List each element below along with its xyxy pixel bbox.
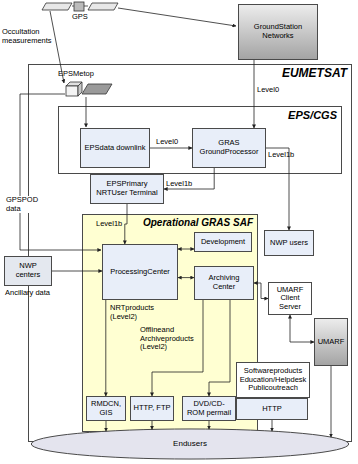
- flow-label: Level0: [257, 86, 279, 95]
- flow-arrow: [106, 421, 107, 431]
- channel-box: DVD/CD-ROM permail: [182, 396, 236, 421]
- note-label: GPS: [72, 13, 88, 22]
- frame-title: EPS/CGS: [59, 107, 341, 122]
- flow-arrow: [254, 283, 268, 299]
- note-label: NRTproducts (Level2): [110, 304, 154, 321]
- flow-arrow: [209, 421, 210, 429]
- flow-arrow: [266, 148, 289, 230]
- archive-box: UMARF: [314, 318, 348, 366]
- box-text: Softwareproducts Education/Helpdesk Publ…: [239, 367, 307, 393]
- note-label: Occultation measurements: [2, 28, 46, 45]
- flow-arrow: [150, 148, 192, 149]
- box-text: Development: [201, 238, 245, 247]
- box-text: EPSdata downlink: [85, 144, 146, 153]
- flow-arrow: [272, 420, 273, 431]
- box-text: RMDCN, GIS: [89, 400, 123, 417]
- process-box: Archiving Center: [194, 266, 254, 300]
- flow-arrow: [164, 168, 214, 189]
- source-box: NWP centers: [4, 256, 52, 286]
- box-text: Endusers: [173, 439, 207, 448]
- flow-arrow: [178, 277, 194, 278]
- flow-arrow: [178, 249, 194, 250]
- flow-label: Level1b: [268, 151, 294, 160]
- box-text: HTTP: [262, 405, 282, 414]
- box-text: HTTP, FTP: [134, 404, 171, 413]
- box-text: NWP users: [270, 239, 308, 248]
- channel-box: RMDCN, GIS: [86, 396, 126, 421]
- flow-arrow: [254, 60, 255, 128]
- channel-box: HTTP, FTP: [130, 396, 174, 421]
- box-text: GroundStation Networks: [241, 23, 315, 40]
- flow-arrow: [152, 300, 203, 396]
- process-box: GRAS GroundProcessor: [192, 128, 266, 168]
- user-box: NWP users: [264, 230, 314, 256]
- flow-label: Level1b: [166, 180, 192, 189]
- station-box: GroundStation Networks: [238, 4, 318, 60]
- note-label: EPSMetop: [58, 70, 94, 79]
- flow-arrow: [125, 204, 127, 244]
- process-box: ProcessingCenter: [102, 244, 178, 300]
- flow-arrow: [152, 421, 153, 429]
- box-text: UMARF: [318, 338, 345, 347]
- flow-arrow: [331, 366, 332, 437]
- box-text: EPSPrimary NRTUser Terminal: [93, 180, 161, 197]
- flow-label: Level1b: [96, 220, 122, 229]
- box-text: Archiving Center: [197, 274, 251, 291]
- signal-lines: [20, 8, 236, 250]
- flow-label: Ancillary data: [5, 289, 50, 298]
- users-ellipse: Endusers: [30, 428, 350, 460]
- flow-label: Level0: [156, 138, 178, 147]
- box-text: ProcessingCenter: [110, 268, 170, 277]
- service-box: Softwareproducts Education/Helpdesk Publ…: [236, 362, 310, 398]
- gps-satellite: [42, 2, 118, 11]
- ellipse-shape: [31, 429, 348, 459]
- organisation-frame: EUMETSATEPS/CGSEPSdata downlinkGRAS Grou…: [28, 64, 352, 442]
- terminal-box: EPSPrimary NRTUser Terminal: [90, 174, 164, 204]
- system-frame: EPS/CGS EPSdata downlink GRAS GroundProces…: [58, 106, 342, 174]
- note-label: Offlineand Archiveproducts (Level2): [140, 326, 196, 352]
- process-box: EPSdata downlink: [80, 128, 150, 168]
- box-text: DVD/CD-ROM permail: [185, 400, 233, 417]
- metop-satellite: [66, 82, 112, 96]
- flow-arrow: [105, 300, 106, 396]
- flow-arrow: [290, 315, 314, 342]
- box-text: UMARF Client Server: [271, 286, 309, 312]
- box-text: GRAS GroundProcessor: [195, 139, 263, 156]
- server-box: UMARF Client Server: [268, 282, 312, 315]
- flow-arrow: [209, 300, 230, 396]
- box-text: NWP centers: [7, 262, 49, 279]
- note-label: GPSPOD data: [6, 196, 34, 213]
- flow-arrow: [52, 271, 102, 272]
- saf-frame: Operational GRAS SAFDevelopmentProcessin…: [82, 214, 258, 432]
- process-box: Development: [194, 232, 252, 252]
- channel-box: HTTP: [236, 398, 308, 420]
